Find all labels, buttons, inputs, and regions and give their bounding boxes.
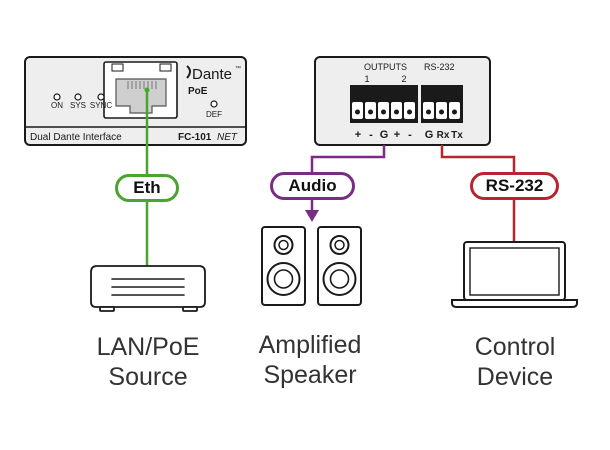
outputs-label: OUTPUTS — [364, 62, 407, 72]
caption-line: LAN/PoE — [96, 333, 200, 361]
status-leds: ON SYS SYNC — [51, 93, 112, 110]
svg-text:Dante: Dante — [192, 66, 232, 83]
outputs-terminal-block — [350, 85, 418, 123]
caption-line: Amplified — [258, 331, 362, 359]
pin-label: + — [355, 129, 361, 141]
poe-label: PoE — [188, 86, 208, 97]
audio-tag-label: Audio — [288, 176, 337, 195]
led-on-label: ON — [51, 101, 63, 110]
output-1-label: 1 — [364, 74, 369, 84]
svg-text:™: ™ — [235, 65, 241, 72]
rj45-port-icon — [103, 61, 178, 119]
audio-tag: Audio — [270, 172, 355, 200]
eth-tag-label: Eth — [133, 178, 161, 197]
pin-label: Tx — [451, 130, 463, 141]
rs232-port-label: RS-232 — [424, 62, 455, 72]
pin-label: - — [408, 129, 412, 141]
svg-text:DEF: DEF — [206, 110, 222, 119]
led-sync-label: SYNC — [90, 101, 112, 110]
led-sys-label: SYS — [70, 101, 86, 110]
caption-line: Control — [474, 333, 556, 361]
pin-label: Rx — [437, 130, 450, 141]
pin-label: G — [425, 129, 434, 141]
amplified-speaker-caption: Amplified Speaker — [240, 330, 380, 390]
rs232-terminal-block — [421, 85, 463, 123]
router-icon — [90, 265, 206, 312]
control-device-caption: Control Device — [445, 332, 585, 392]
device-model-suffix: NET — [217, 132, 238, 143]
caption-line: Speaker — [263, 361, 357, 389]
speaker-icon — [261, 226, 362, 306]
device-model: FC-101 — [178, 132, 212, 143]
pin-label: G — [380, 129, 389, 141]
outputs-device: OUTPUTS RS-232 1 2 — [314, 56, 491, 146]
output-2-label: 2 — [401, 74, 406, 84]
device-description: Dual Dante Interface — [30, 132, 122, 143]
pin-label: + — [394, 129, 400, 141]
lan-poe-source-caption: LAN/PoE Source — [78, 332, 218, 392]
caption-line: Source — [108, 363, 188, 391]
rs232-tag-label: RS-232 — [485, 176, 544, 195]
rs232-tag: RS-232 — [470, 172, 559, 200]
caption-line: Device — [476, 363, 554, 391]
dante-logo: Dante ™ PoE — [186, 65, 241, 97]
pin-label: - — [369, 129, 373, 141]
fc-101net-device: Dante ™ PoE ON SYS SYNC DEF Dual Dante I… — [24, 56, 247, 146]
def-button: DEF — [206, 100, 222, 119]
eth-tag: Eth — [115, 174, 179, 202]
laptop-icon — [451, 241, 578, 308]
